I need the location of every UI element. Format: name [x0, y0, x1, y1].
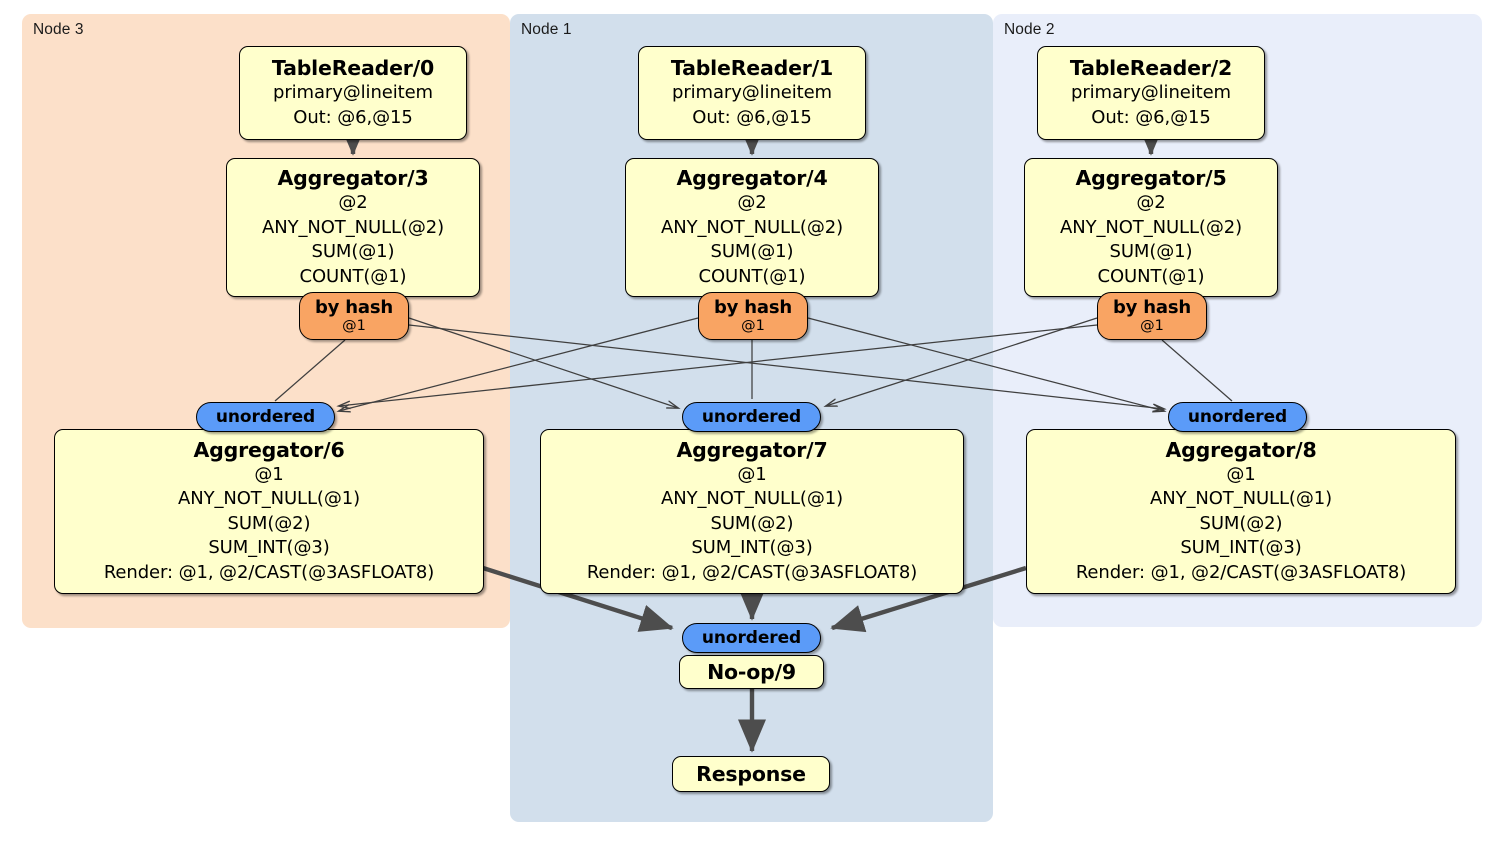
processor-title: Aggregator/5	[1075, 166, 1227, 190]
processor-title: Aggregator/6	[193, 437, 345, 462]
edge-aggregator8-unordered9	[830, 565, 1027, 633]
output-router-sublabel: @1	[342, 318, 366, 334]
processor-detail-line: COUNT(@1)	[1097, 265, 1205, 287]
processor-detail-line: SUM(@2)	[1199, 512, 1283, 534]
processor-detail-line: ANY_NOT_NULL(@1)	[661, 488, 843, 510]
processor-detail-line: @2	[737, 192, 767, 213]
edge-hash5-unordered7	[826, 317, 1098, 406]
processor-detail-line: SUM(@2)	[227, 512, 311, 534]
edge-hash3-unordered8	[408, 324, 1164, 409]
edge-aggregator6-unordered9	[482, 565, 674, 632]
node-panel-label-node2: Node 2	[1004, 21, 1055, 38]
processor-detail-line: SUM_INT(@3)	[208, 537, 330, 559]
processor-detail-line: SUM(@1)	[311, 241, 395, 262]
processor-detail-line: Out: @6,@15	[293, 106, 413, 128]
processor-detail-line: ANY_NOT_NULL(@2)	[1060, 216, 1242, 238]
processor-detail-line: @2	[338, 192, 368, 213]
processor-detail-line: ANY_NOT_NULL(@2)	[661, 216, 843, 238]
output-router-label: unordered	[215, 406, 316, 427]
processor-detail-line: SUM_INT(@3)	[691, 537, 813, 559]
processor-box-response[interactable]: Response	[672, 756, 830, 792]
output-router-label: unordered	[701, 627, 802, 648]
output-router-hash4[interactable]: by hash@1	[698, 292, 808, 340]
processor-detail-line: @1	[737, 463, 767, 485]
processor-detail-line: ANY_NOT_NULL(@2)	[262, 216, 444, 238]
output-router-sublabel: @1	[741, 318, 765, 334]
processor-detail-line: Render: @1, @2/CAST(@3ASFLOAT8)	[586, 561, 918, 583]
output-router-unordered6[interactable]: unordered	[196, 402, 335, 432]
processor-detail-line: Out: @6,@15	[692, 106, 812, 128]
output-router-unordered9[interactable]: unordered	[682, 623, 821, 653]
processor-detail-line: COUNT(@1)	[698, 265, 806, 287]
edge-hash5-unordered8	[1161, 339, 1233, 402]
processor-title: Aggregator/8	[1165, 437, 1317, 462]
edge-hash3-unordered7	[408, 317, 678, 408]
processor-detail-line: Out: @6,@15	[1091, 106, 1211, 128]
processor-detail-line: @1	[254, 463, 284, 485]
node-panel-label-node1: Node 1	[521, 21, 572, 38]
processor-detail-line: primary@lineitem	[1071, 82, 1231, 103]
processor-title: Aggregator/7	[676, 437, 828, 462]
edge-hash3-unordered6	[274, 339, 346, 402]
output-router-label: by hash	[714, 297, 792, 318]
processor-detail-line: ANY_NOT_NULL(@1)	[1150, 488, 1332, 510]
processor-box-noop9[interactable]: No-op/9	[679, 655, 824, 689]
output-router-hash5[interactable]: by hash@1	[1097, 292, 1207, 340]
processor-detail-line: SUM(@1)	[710, 241, 794, 262]
processor-detail-line: @2	[1136, 192, 1166, 213]
edge-hash4-unordered6	[339, 317, 699, 411]
processor-title: Aggregator/4	[676, 166, 828, 190]
processor-detail-line: SUM(@1)	[1109, 241, 1193, 262]
processor-title: Aggregator/3	[277, 166, 429, 190]
output-router-label: unordered	[701, 406, 802, 427]
processor-detail-line: Render: @1, @2/CAST(@3ASFLOAT8)	[1075, 561, 1407, 583]
processor-title: No-op/9	[707, 659, 796, 684]
output-router-hash3[interactable]: by hash@1	[299, 292, 409, 340]
processor-detail-line: SUM_INT(@3)	[1180, 537, 1302, 559]
processor-detail-line: SUM(@2)	[710, 512, 794, 534]
processor-detail-line: Render: @1, @2/CAST(@3ASFLOAT8)	[103, 561, 435, 583]
processor-detail-line: @1	[1226, 463, 1256, 485]
processor-detail-line: COUNT(@1)	[299, 265, 407, 287]
processor-title: TableReader/0	[271, 56, 435, 80]
processor-detail-line: ANY_NOT_NULL(@1)	[178, 488, 360, 510]
processor-detail-line: primary@lineitem	[273, 82, 433, 103]
edge-hash5-unordered6	[339, 324, 1098, 406]
output-router-sublabel: @1	[1140, 318, 1164, 334]
output-router-label: by hash	[1113, 297, 1191, 318]
output-router-label: by hash	[315, 297, 393, 318]
processor-title: TableReader/1	[670, 56, 834, 80]
output-router-label: unordered	[1187, 406, 1288, 427]
processor-title: Response	[696, 761, 806, 786]
edge-hash4-unordered8	[807, 317, 1164, 411]
node-panel-label-node3: Node 3	[33, 21, 84, 38]
output-router-unordered7[interactable]: unordered	[682, 402, 821, 432]
processor-detail-line: primary@lineitem	[672, 82, 832, 103]
output-router-unordered8[interactable]: unordered	[1168, 402, 1307, 432]
processor-title: TableReader/2	[1069, 56, 1233, 80]
